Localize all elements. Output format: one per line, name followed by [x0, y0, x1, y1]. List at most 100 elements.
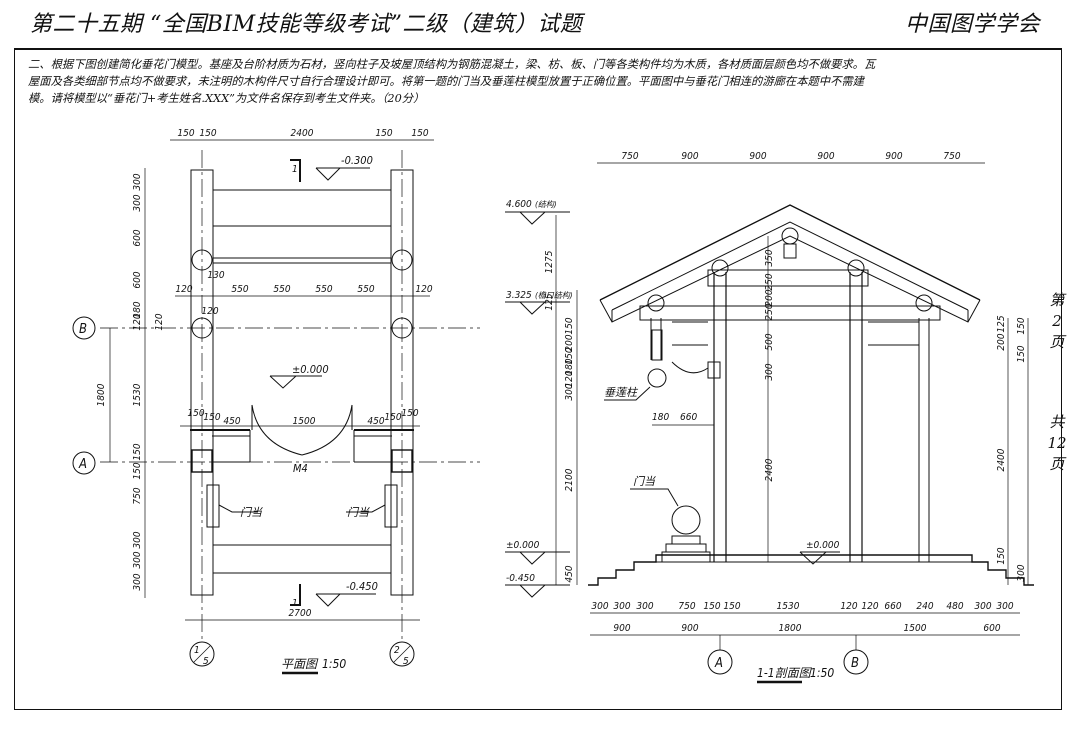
dimension-text: 240: [916, 601, 933, 612]
dimension-text: 300: [591, 601, 608, 612]
axis-2-label: 2: [394, 645, 400, 656]
dimension-text: 450: [367, 416, 384, 427]
axis-b-label: B: [79, 322, 87, 337]
dimension-text: 300: [1016, 564, 1027, 581]
door-swing-right: [301, 404, 353, 456]
dimension-text: 550: [231, 284, 248, 295]
dimension-text: 550: [315, 284, 332, 295]
dimension-text: 300: [764, 363, 775, 380]
dimension-text: 150: [177, 128, 194, 139]
dimension-text: 900: [885, 151, 902, 162]
question-text: 二、根据下图创建简化垂花门模型。基座及台阶材质为石材，竖向柱子及坡屋顶结构为钢筋…: [28, 56, 878, 107]
dimension-text: 300: [132, 573, 143, 590]
dimension-text: 300: [996, 601, 1013, 612]
question-line: 模。请将模型以“垂花门+考生姓名.XXX”为文件名保存到考生文件夹。（20分）: [28, 92, 425, 105]
dimension-text: 300: [132, 531, 143, 548]
section-mark-top: 1: [292, 164, 298, 175]
elevation-mid: ±0.000: [292, 363, 329, 376]
platform-steps: [588, 554, 1034, 586]
dimension-text: 150: [703, 601, 720, 612]
dimension-text: 150: [199, 128, 216, 139]
dimension-text: 150: [996, 547, 1007, 564]
page-total: 共 12 页: [1046, 412, 1068, 475]
elevation-zero-mid: ±0.000: [806, 540, 840, 551]
elevation-ridge: 4.600: [506, 199, 532, 210]
door-swing-left: [251, 404, 303, 456]
dimension-text: 900: [817, 151, 834, 162]
elevation-bottom: -0.450: [346, 580, 378, 593]
dimension-text: 180: [132, 301, 143, 318]
page-char: 12: [1047, 434, 1067, 452]
dimension-text: 150: [564, 317, 575, 334]
dimension-text: 150: [375, 128, 392, 139]
organization-name: 中国图学学会: [904, 12, 1040, 37]
page-char: 页: [1049, 333, 1065, 351]
section-title: 1-1剖面图: [757, 666, 813, 680]
dimension-text: 900: [681, 623, 698, 634]
dimension-text: 125: [544, 293, 555, 310]
dimension-text: 2700: [289, 608, 312, 619]
dim-180: 180: [652, 412, 669, 423]
dimension-text: 125: [996, 315, 1007, 332]
chuilianzhu-label: 垂莲柱: [604, 386, 639, 399]
dimension-text: 1500: [293, 416, 316, 427]
dimension-text: 150: [1016, 317, 1027, 334]
dimension-text: 300: [132, 194, 143, 211]
dimension-text: 900: [681, 151, 698, 162]
dimension-text: 200: [564, 334, 575, 351]
dimension-text: 450: [223, 416, 240, 427]
dim-660: 660: [680, 412, 697, 423]
dimension-text: 500: [764, 333, 775, 350]
header-rule: [14, 48, 1062, 50]
dimension-text: 300: [974, 601, 991, 612]
dimension-text: 120: [564, 370, 575, 387]
dimension-text: 150: [723, 601, 740, 612]
dimension-text: 250: [764, 273, 775, 290]
dimension-text: 2400: [764, 458, 775, 481]
section-scale: 1:50: [810, 666, 834, 680]
dimension-text: 120: [132, 313, 143, 330]
page-char: 第: [1049, 291, 1065, 309]
section-mark-bottom: 1: [292, 598, 298, 609]
elevation-ridge-note: (结构): [535, 200, 557, 209]
dimension-text: 250: [764, 303, 775, 320]
dimension-text: 200: [764, 289, 775, 306]
dimension-text: 120: [175, 284, 192, 295]
axis-a-label: A: [78, 457, 87, 472]
dimension-text: 180: [564, 358, 575, 375]
dimension-text: 150: [564, 347, 575, 364]
dimension-text: 1530: [777, 601, 800, 612]
dimension-text: 1800: [96, 383, 107, 406]
dimension-text: 130: [207, 270, 224, 281]
dimension-text: 600: [983, 623, 1000, 634]
dimension-text: 750: [132, 487, 143, 504]
page-char: 2: [1052, 312, 1062, 330]
door-label: M4: [293, 462, 308, 475]
dimension-text: 1800: [779, 623, 802, 634]
dimension-text: 300: [132, 551, 143, 568]
dimension-text: 450: [564, 565, 575, 582]
elevation-base: -0.450: [506, 573, 535, 584]
dimension-text: 150: [411, 128, 428, 139]
dimension-text: 350: [764, 249, 775, 266]
dimension-text: 120: [201, 306, 218, 317]
dimension-text: 1275: [544, 250, 555, 273]
plan-scale: 1:50: [322, 657, 346, 671]
elevation-top: -0.300: [341, 154, 373, 167]
plan-bottom-beam: [212, 544, 392, 574]
dimension-text: 750: [621, 151, 638, 162]
dimension-text: 2400: [996, 448, 1007, 471]
section-view: [505, 162, 1034, 684]
axis-1-label: 1: [194, 645, 200, 656]
dimension-text: 150: [203, 412, 220, 423]
dimension-text: 120: [861, 601, 878, 612]
dimension-text: 600: [132, 229, 143, 246]
plan-labels: 1 1 -0.300 ±0.000 -0.450 M4 门当 门当 B A 1 …: [78, 154, 409, 671]
dimension-text: 120: [415, 284, 432, 295]
dimension-text: 550: [273, 284, 290, 295]
mendang-label-left: 门当: [240, 506, 263, 519]
dimension-text: 150: [187, 408, 204, 419]
elevation-zero-left: ±0.000: [506, 540, 540, 551]
